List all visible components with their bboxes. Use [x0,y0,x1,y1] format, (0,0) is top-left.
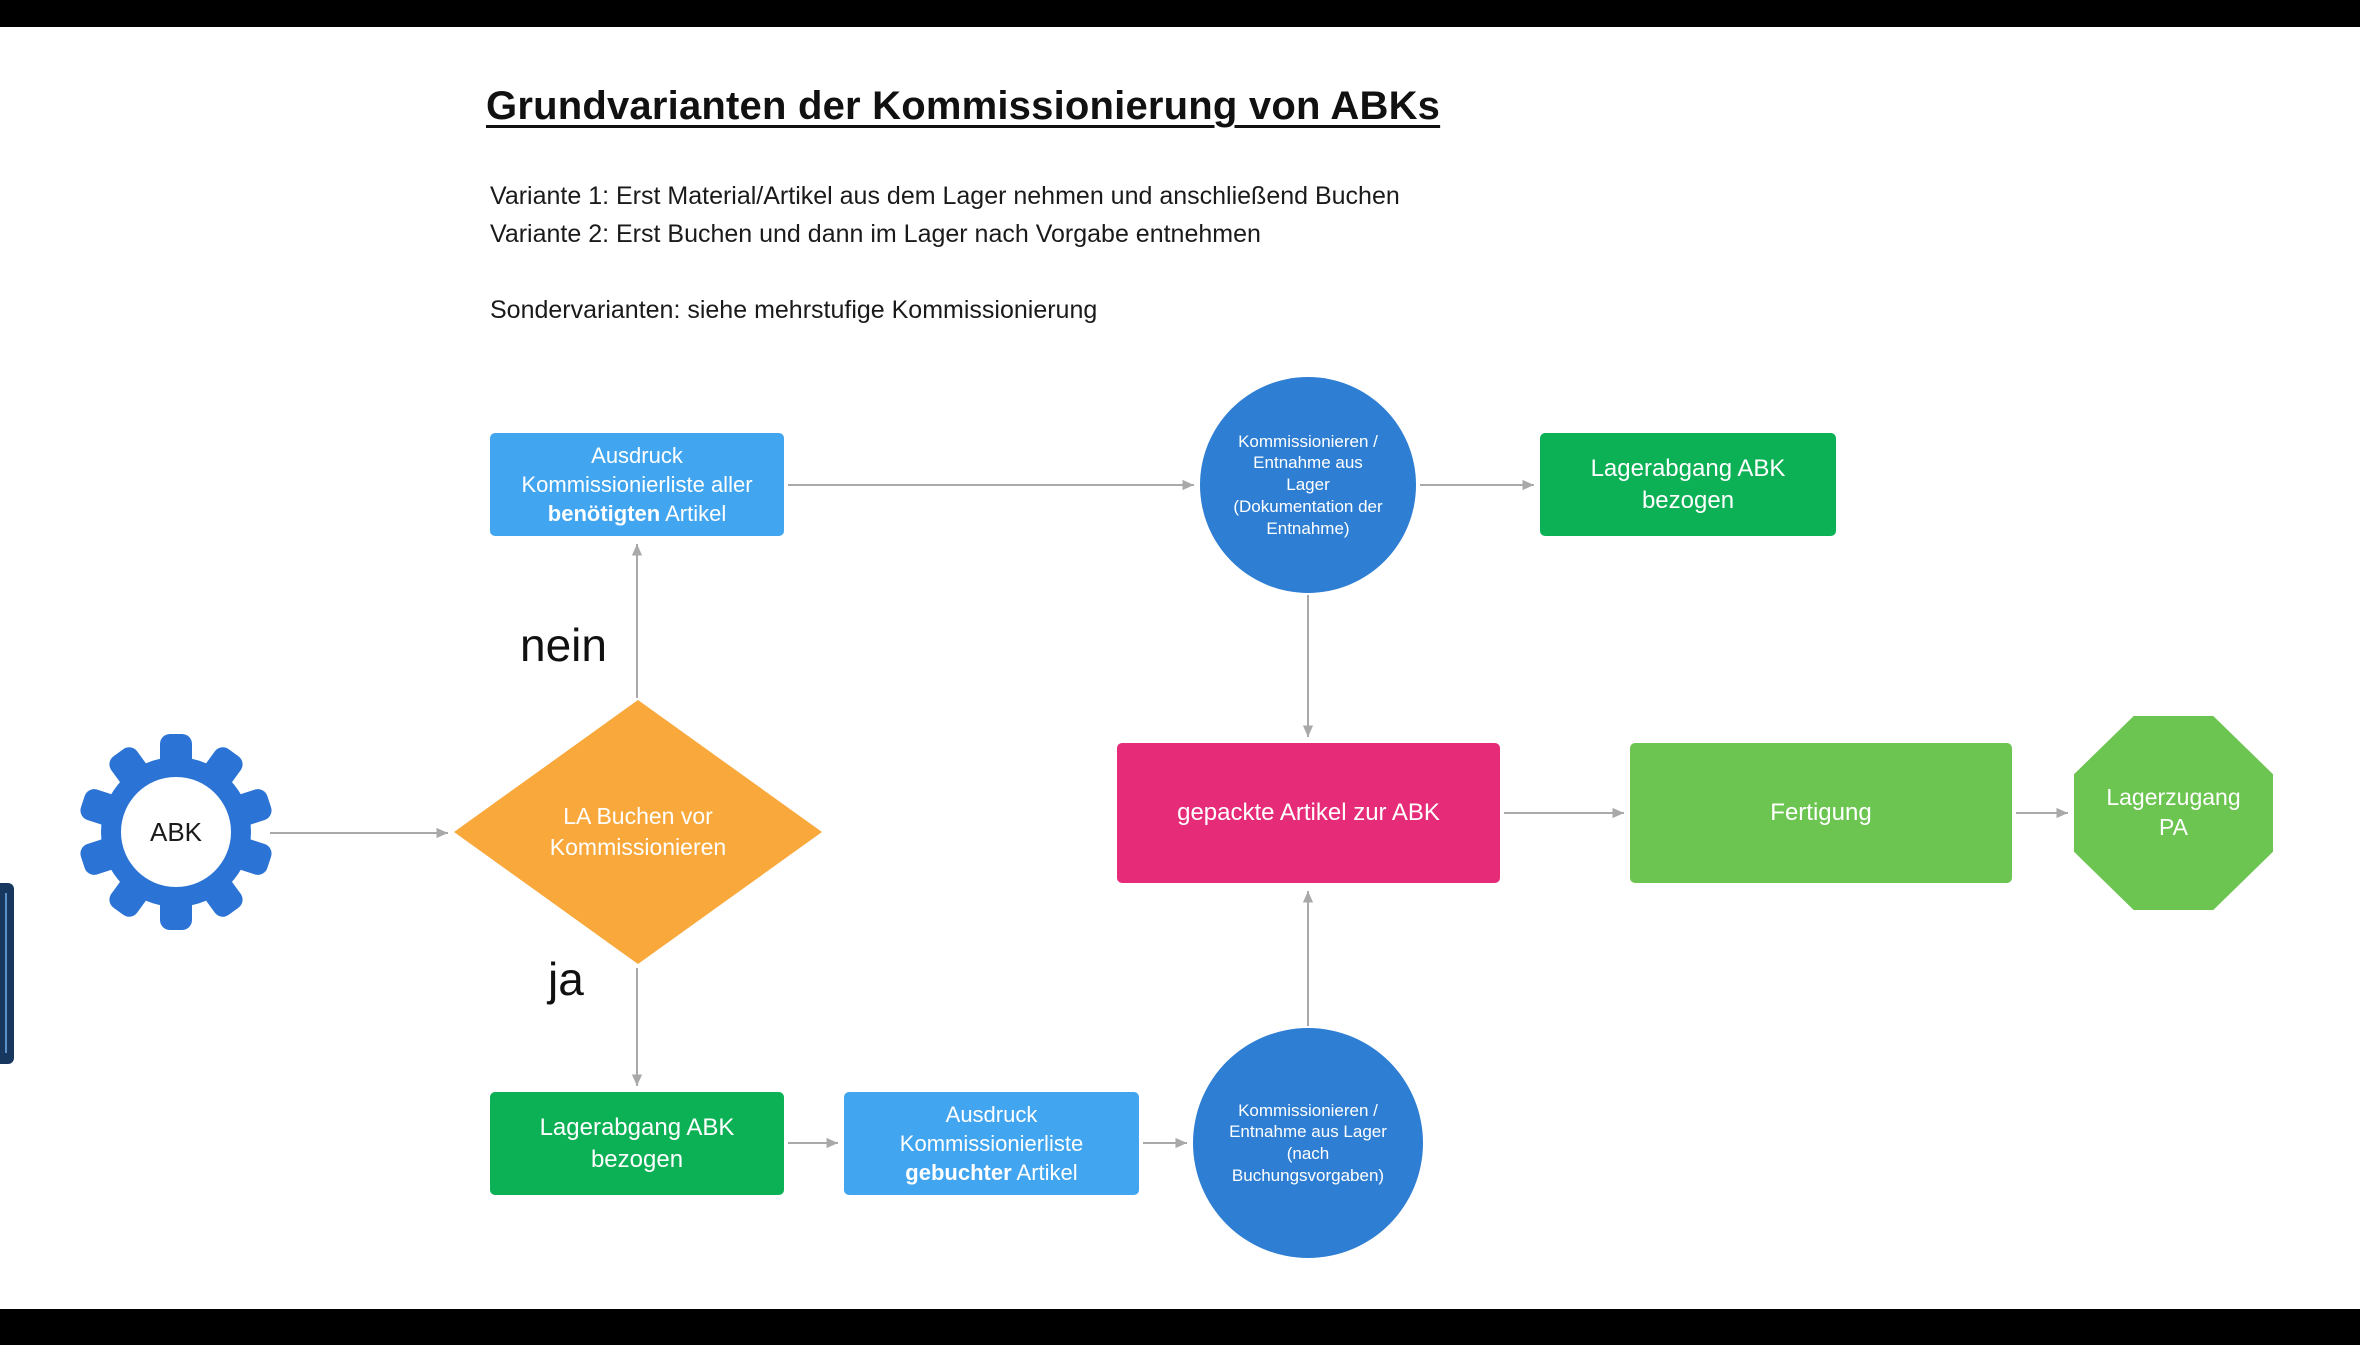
print-needed-bold: benötigten [547,501,661,527]
pick-bottom-line1: Kommissionieren / [1238,1100,1378,1120]
pick-top-line1: Kommissionieren / [1238,431,1378,451]
stockout-bottom-line1: Lagerabgang ABK [539,1114,735,1142]
decision-line2: Kommissionieren [549,834,727,860]
gear-icon [80,734,272,930]
print-needed-line3: benötigten Artikel [548,499,726,528]
abk-gear-shape [76,732,276,932]
decision-la-buchen: LA Buchen vor Kommissionieren [454,700,822,964]
pick-top-line2: Entnahme aus [1253,453,1363,473]
pick-top-line5: Entnahme) [1266,518,1350,538]
packed-label: gepackte Artikel zur ABK [1177,799,1440,826]
branch-label-nein: nein [520,619,607,671]
abk-gear-label: ABK [149,816,203,847]
pick-top-line4: (Dokumentation der [1233,496,1383,516]
decision-line1: LA Buchen vor [563,802,713,829]
letterbox-bottom [0,1309,2360,1345]
print-booked-line2: Kommissionierliste [899,1130,1084,1156]
print-needed-line1: Ausdruck [591,442,683,468]
node-pick-top: Kommissionieren / Entnahme aus Lager (Do… [1200,377,1416,593]
node-print-needed-list: Ausdruck Kommissionierliste aller benöti… [490,433,784,536]
node-stockout-top: Lagerabgang ABK bezogen [1540,433,1836,536]
print-needed-line2: Kommissionierliste aller [521,471,753,497]
branch-label-ja: ja [548,953,584,1005]
pick-bottom-line2: Entnahme aus Lager [1229,1122,1387,1142]
collapsed-panel-tab[interactable] [0,883,14,1064]
print-booked-line1: Ausdruck [945,1101,1038,1127]
print-booked-bold: gebuchter [905,1160,1012,1186]
stockout-bottom-line2: bezogen [590,1145,684,1173]
node-stockout-bottom: Lagerabgang ABK bezogen [490,1092,784,1195]
pick-bottom-line3: (nach [1286,1144,1330,1163]
lagerzugang-line1: Lagerzugang [2106,784,2241,811]
variant1-text: Variante 1: Erst Material/Artikel aus de… [490,182,1400,210]
node-packed-articles: gepackte Artikel zur ABK [1117,743,1500,883]
page-title: Grundvarianten der Kommissionierung von … [486,84,1441,128]
node-fertigung: Fertigung [1630,743,2012,883]
print-needed-rest: Artikel [660,501,727,527]
node-print-booked-list: Ausdruck Kommissionierliste gebuchter Ar… [844,1092,1139,1195]
print-booked-line3: gebuchter Artikel [905,1158,1077,1187]
stockout-top-line2: bezogen [1641,486,1735,514]
pick-top-line3: Lager [1286,475,1330,495]
fertigung-label: Fertigung [1770,799,1872,826]
lagerzugang-line2: PA [2159,814,2188,840]
collapsed-panel-tab-stripe [5,893,7,1053]
letterbox-top [0,0,2360,27]
variant2-text: Variante 2: Erst Buchen und dann im Lage… [490,220,1261,248]
pick-bottom-line4: Buchungsvorgaben) [1231,1165,1385,1185]
node-pick-bottom: Kommissionieren / Entnahme aus Lager (na… [1193,1028,1423,1258]
sondervarianten-text: Sondervarianten: siehe mehrstufige Kommi… [490,296,1098,324]
stockout-top-line1: Lagerabgang ABK [1590,455,1786,483]
node-lagerzugang-pa: Lagerzugang PA [2074,716,2273,910]
print-booked-rest: Artikel [1011,1160,1078,1186]
